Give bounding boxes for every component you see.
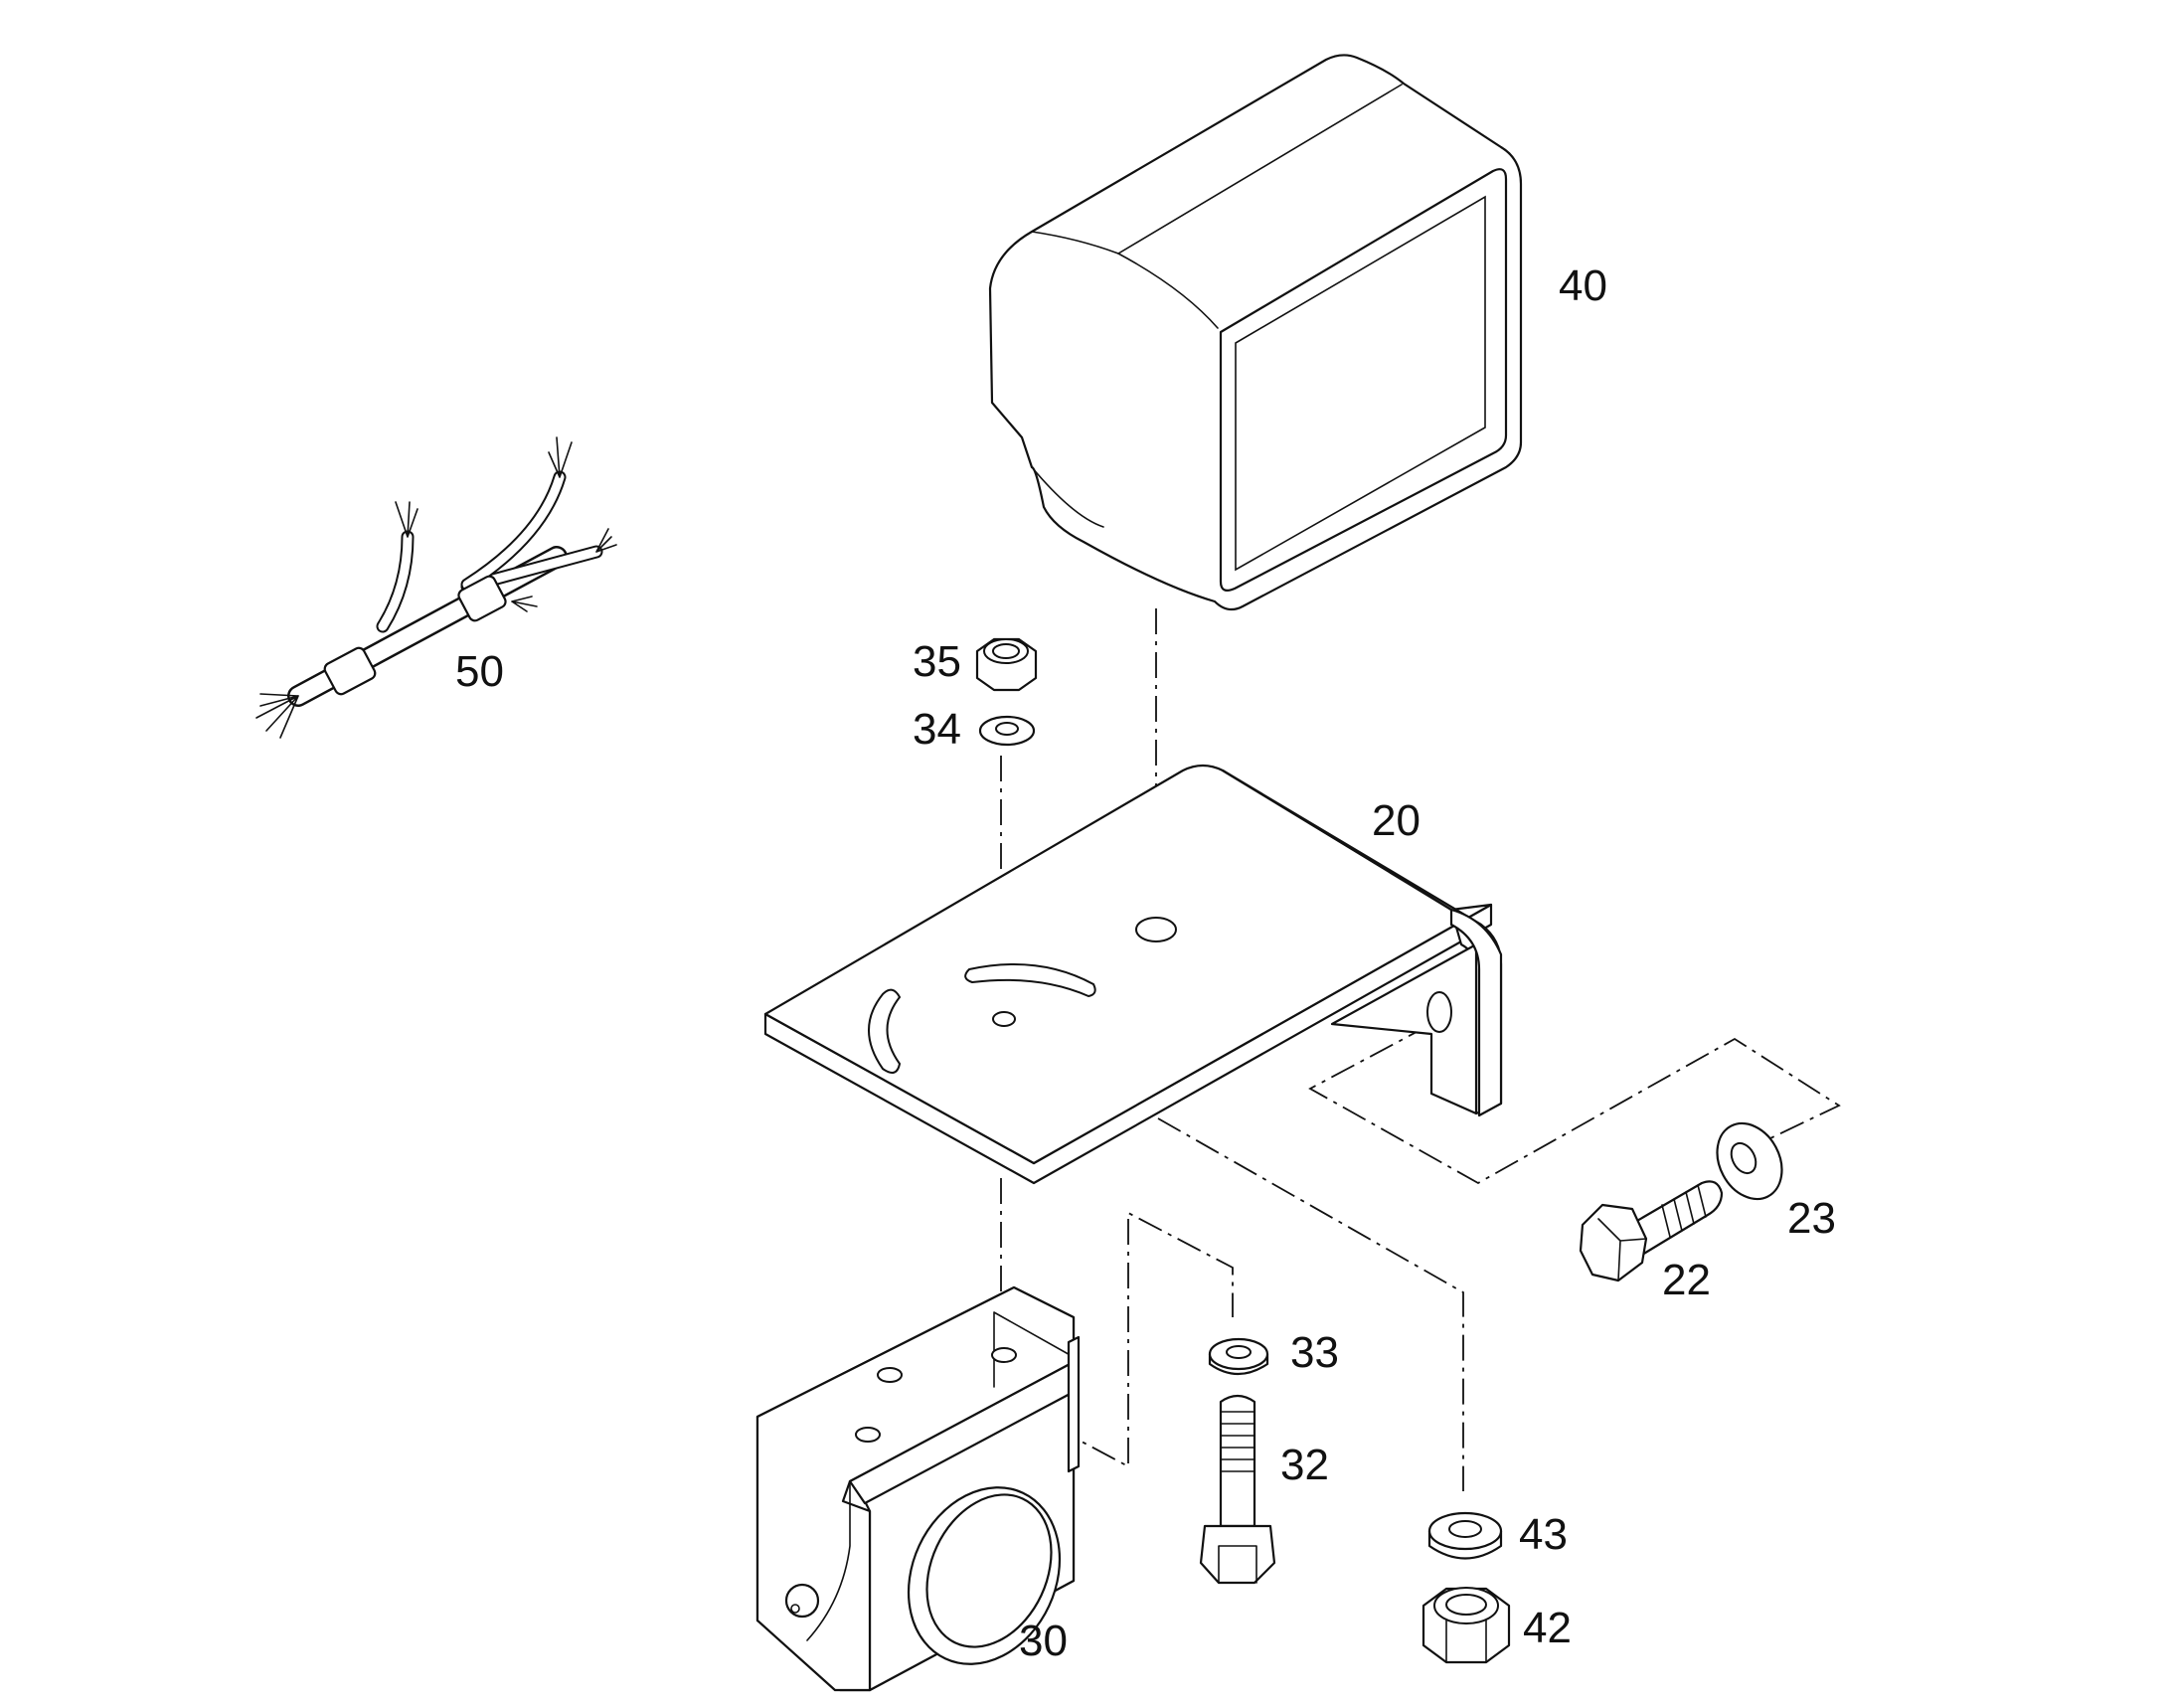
washer-part-33	[1208, 1337, 1269, 1375]
bracket-part-20	[763, 764, 1503, 1185]
cable-part-50	[255, 436, 617, 739]
part-labels: 40 50 35 34 20 23 22 33 32 43 42 30	[455, 261, 1836, 1665]
lamp-head-part-40	[988, 54, 1523, 611]
label-50: 50	[455, 647, 504, 696]
lamp-shoulder	[1117, 253, 1219, 329]
housing-lens	[925, 1493, 1053, 1648]
bracket-hole-top	[1135, 917, 1177, 942]
lamp-lower-edge	[1031, 466, 1104, 528]
bracket-plate-top	[763, 764, 1493, 1165]
label-33: 33	[1290, 1328, 1339, 1377]
label-43: 43	[1519, 1510, 1568, 1559]
label-40: 40	[1559, 261, 1607, 310]
label-35: 35	[913, 637, 961, 686]
screw-32-shank	[1219, 1394, 1256, 1528]
cable-sleeve-1	[323, 646, 377, 696]
bolt-loop-line	[1308, 1023, 1841, 1185]
housing-hole-2	[877, 1367, 903, 1383]
label-34: 34	[913, 705, 961, 754]
bracket-flange-hole	[1426, 991, 1452, 1033]
lamp-top-edge	[1031, 84, 1403, 255]
bolt-22-head	[1579, 1203, 1648, 1282]
washer-part-43	[1427, 1511, 1503, 1560]
bracket-slot-side	[868, 988, 902, 1074]
nut-loop-line	[1157, 1117, 1464, 1491]
bracket-hole-center	[992, 1011, 1016, 1027]
label-32: 32	[1280, 1441, 1329, 1489]
bracket-flange-side	[1330, 942, 1478, 1115]
housing-hole-3	[855, 1427, 881, 1443]
bolt-22-shank	[1628, 1180, 1724, 1257]
housing-part-30	[755, 1285, 1081, 1692]
housing-side	[755, 1415, 872, 1692]
screw-32-head	[1199, 1524, 1276, 1585]
screw-part-32	[1199, 1394, 1276, 1585]
bracket-slot-curved	[964, 963, 1096, 998]
screw-loop-line	[1053, 1211, 1234, 1468]
housing-pivot	[784, 1583, 820, 1619]
label-22: 22	[1662, 1256, 1711, 1304]
label-23: 23	[1787, 1194, 1836, 1243]
bolt-part-22	[1579, 1180, 1724, 1282]
nut-part-42	[1421, 1587, 1511, 1664]
housing-hole-1	[991, 1347, 1017, 1363]
label-30: 30	[1019, 1617, 1068, 1665]
label-42: 42	[1523, 1604, 1572, 1652]
lamp-lens	[1235, 195, 1486, 572]
washer-part-34	[978, 715, 1036, 747]
lamp-lens-frame	[1219, 168, 1508, 592]
cable-sleeve-2	[457, 575, 507, 622]
washer-part-23	[1716, 1121, 1783, 1201]
nut-part-35	[975, 637, 1038, 692]
label-20: 20	[1372, 796, 1421, 845]
